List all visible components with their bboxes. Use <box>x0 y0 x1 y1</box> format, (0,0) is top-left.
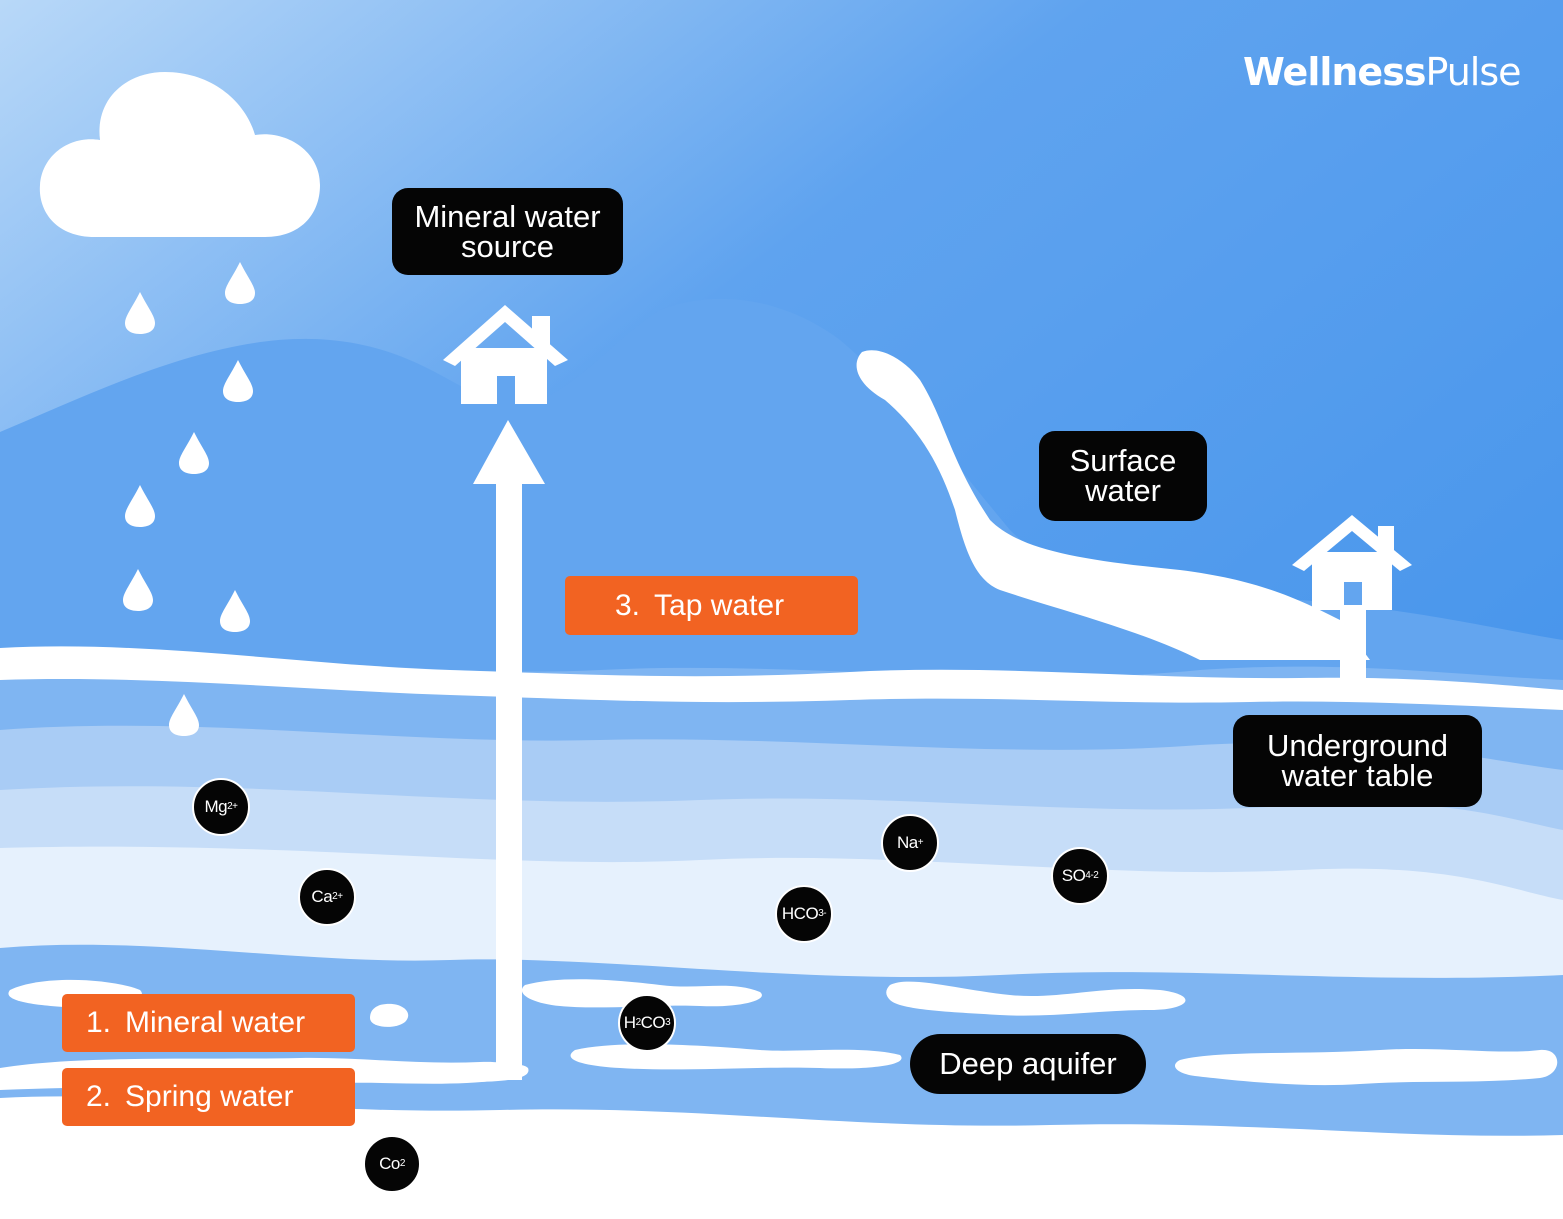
raindrop-icon <box>125 292 155 334</box>
water-type-tap: 3. Tap water <box>565 576 858 635</box>
ion-base: Na <box>896 833 918 852</box>
raindrop-icon <box>169 694 199 736</box>
label-deep-aquifer: Deep aquifer <box>910 1034 1146 1094</box>
water-type-number: 2. <box>86 1080 112 1113</box>
raindrop-icon <box>123 569 153 611</box>
water-type-text: Spring water <box>125 1080 294 1113</box>
ion-base: Mg <box>204 797 228 816</box>
surface-water-stream <box>856 350 1370 660</box>
label-line: Underground <box>1267 728 1448 763</box>
water-type-text: Tap water <box>654 588 785 622</box>
raindrops <box>123 262 255 736</box>
raindrop-icon <box>179 432 209 474</box>
cloud-icon <box>39 72 321 237</box>
water-type-number: 3. <box>615 588 641 622</box>
label-line: source <box>460 228 555 264</box>
raindrop-icon <box>220 590 250 632</box>
raindrop-icon <box>225 262 255 304</box>
label-line: Surface <box>1069 443 1177 478</box>
raindrop-icon <box>223 360 253 402</box>
ion-base: Co <box>379 1154 400 1173</box>
label-line: Deep aquifer <box>939 1046 1117 1081</box>
raindrop-icon <box>125 485 155 527</box>
ion-base: H <box>623 1013 636 1032</box>
water-type-number: 1. <box>86 1006 112 1039</box>
house-icon <box>1292 515 1412 685</box>
ion-base: Ca <box>311 887 333 906</box>
label-line: water <box>1085 473 1161 508</box>
water-type-text: Mineral water <box>125 1006 306 1039</box>
house-icon <box>443 305 568 406</box>
ion-base: HCO <box>781 904 819 923</box>
water-table-line <box>0 646 1563 710</box>
brand-logo-light: Pulse <box>1425 50 1521 94</box>
brand-logo: WellnessPulse <box>1243 50 1522 94</box>
label-line: Mineral water <box>414 198 601 234</box>
brand-logo-bold: Wellness <box>1243 50 1426 94</box>
up-arrow-icon <box>470 420 545 1082</box>
water-type-spring: 2. Spring water <box>62 1068 355 1126</box>
ion-na: Na+ <box>881 814 939 872</box>
label-line: water table <box>1281 758 1434 793</box>
ion-base: SO <box>1061 866 1086 885</box>
water-type-mineral: 1. Mineral water <box>62 994 355 1052</box>
ion-base-2: CO <box>640 1013 666 1032</box>
